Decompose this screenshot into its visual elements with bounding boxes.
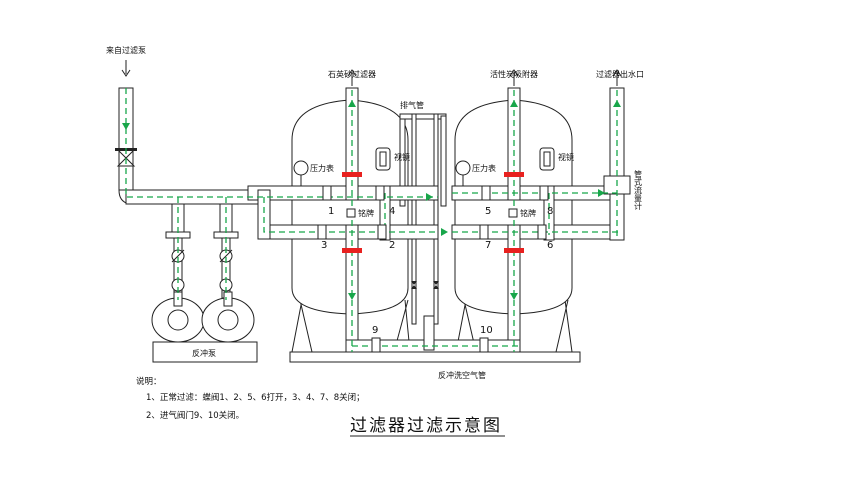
outlet-label: 过滤器出水口 <box>596 69 644 79</box>
sight-glass-1 <box>375 147 391 171</box>
vent-label: 排气管 <box>400 100 424 110</box>
nameplate-1-label: 铭牌 <box>358 208 374 218</box>
sightglass-1-label: 视镜 <box>394 152 410 162</box>
tank2-label: 活性炭吸附器 <box>490 69 538 79</box>
valve-number-8: 8 <box>547 206 553 217</box>
butterfly-valves <box>317 185 549 353</box>
top-arrows <box>121 60 622 86</box>
valve-number-1: 1 <box>328 206 334 217</box>
base-frame <box>289 351 581 363</box>
valve-number-6: 6 <box>547 240 553 251</box>
backwash-pump-1 <box>151 291 205 343</box>
diagram-caption: 过滤器过滤示意图 <box>350 416 502 436</box>
nameplate-2-label: 铭牌 <box>520 208 536 218</box>
valve-number-5: 5 <box>485 206 491 217</box>
pressure-gauge-2 <box>455 160 471 186</box>
sightglass-2-label: 视镜 <box>558 152 574 162</box>
flowmeter-label: 管式流量计 <box>634 169 643 211</box>
tank1-label: 石英砂过滤器 <box>328 69 376 79</box>
valve-number-3: 3 <box>321 240 327 251</box>
notes-line-2: 2、进气阀门9、10关闭。 <box>146 410 244 421</box>
valve-number-4: 4 <box>389 206 395 217</box>
valve-number-9: 9 <box>372 325 378 336</box>
nameplate-2-box <box>508 208 518 218</box>
backwash-air-label: 反冲洗空气管 <box>438 370 486 380</box>
notes-line-1: 1、正常过滤：蝶阀1、2、5、6打开，3、4、7、8关闭； <box>146 392 365 403</box>
valve-number-7: 7 <box>485 240 491 251</box>
gauge-2-label: 压力表 <box>472 163 496 173</box>
vent-pipe <box>399 113 447 325</box>
inlet-pipe <box>118 87 267 205</box>
sight-glass-2 <box>539 147 555 171</box>
gauge-1-label: 压力表 <box>310 163 334 173</box>
valve-number-2: 2 <box>389 240 395 251</box>
tank1-legs <box>291 299 411 353</box>
notes-title: 说明： <box>136 376 162 387</box>
pressure-gauge-1 <box>293 160 309 186</box>
pump-base <box>152 341 258 363</box>
nameplate-1-box <box>346 208 356 218</box>
pumps-label: 反冲泵 <box>192 348 216 358</box>
red-markers <box>342 172 524 253</box>
flow-arrows <box>122 100 621 300</box>
tank2-legs <box>455 299 573 353</box>
valve-number-10: 10 <box>480 325 493 336</box>
inlet-label: 来自过滤泵 <box>106 45 146 55</box>
backwash-pump-2 <box>201 291 255 343</box>
